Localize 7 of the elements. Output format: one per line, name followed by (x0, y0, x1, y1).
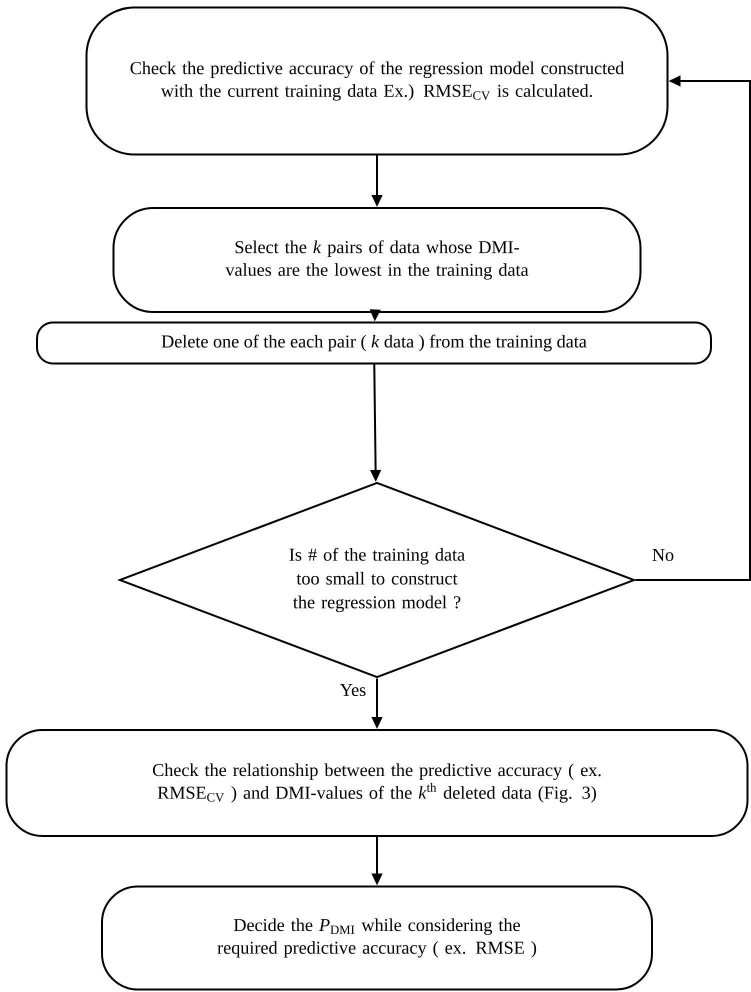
process-box: Check the relationship between the predictive accuracy ( ex. RMSE$_{CV}$ ) and DMI-values of the k$^{th}$ deleted data (Fig. 3) (6, 729, 748, 837)
process-box: Select the k pairs of data whose DMI-values are the lowest in the training data (112, 207, 642, 313)
process-box: Delete one of the each pair ( k data ) from the training data (36, 322, 712, 364)
process-box: Decide the P$_{DMI}$ while considering the required predictive accuracy ( ex. RMSE ) (101, 886, 653, 990)
edge-label: No (652, 548, 674, 562)
edge-label: Yes (340, 684, 366, 696)
process-box: Check the predictive accuracy of the regression model constructed with the current training data Ex.) RMSE$_{CV}$ is calculated. (86, 6, 668, 156)
